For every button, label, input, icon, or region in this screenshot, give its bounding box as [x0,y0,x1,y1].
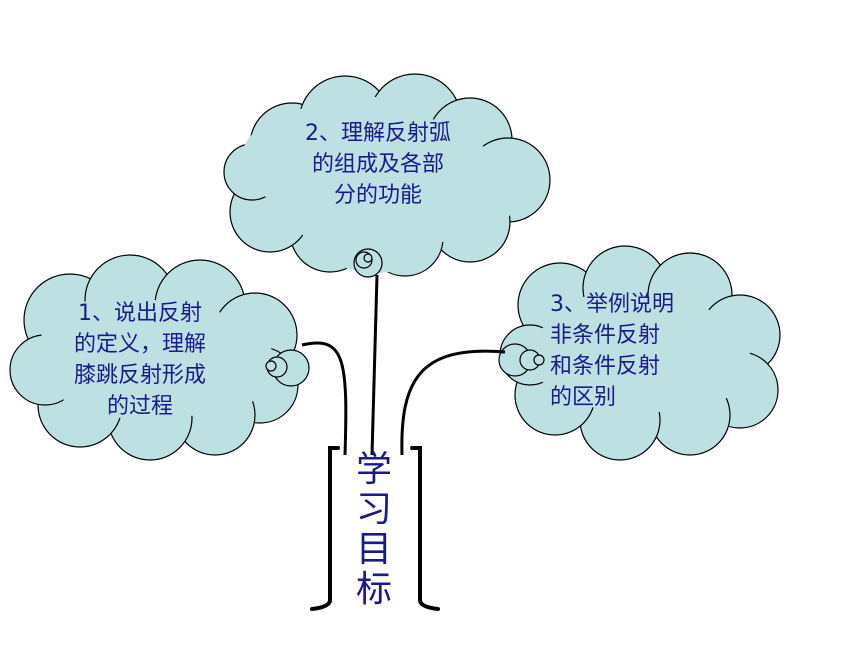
goal-1-line: 膝跳反射形成 [73,363,206,388]
goal-3-line: 的区别 [550,385,617,410]
goal-2-line: 2、理解反射弧 [305,121,451,146]
goal-3-line: 和条件反射 [550,354,661,379]
cloud-goal-2 [223,73,551,277]
goal-3-line: 非条件反射 [550,323,661,348]
goal-2-text: 2、理解反射弧 的组成及各部 分的功能 [278,118,478,211]
cloud-goal-1 [9,254,299,461]
cloud-goal-3 [499,245,781,461]
goal-2-line: 的组成及各部 [311,152,444,177]
goal-2-line: 分的功能 [333,183,422,208]
connector-lines [301,274,506,456]
goal-3-line: 3、举例说明 [550,292,674,317]
center-title-char: 标 [355,569,392,610]
center-title: 学 习 目 标 [349,450,399,610]
goal-3-text: 3、举例说明 非条件反射 和条件反射 的区别 [550,289,750,413]
goal-1-line: 的定义，理解 [73,332,206,357]
thought-bubbles [265,248,545,387]
title-bracket [310,446,440,611]
goal-1-line: 的过程 [106,394,173,419]
center-title-char: 目 [355,529,392,570]
center-title-char: 学 [355,449,392,490]
center-title-char: 习 [355,489,392,530]
goal-1-text: 1、说出反射 的定义，理解 膝跳反射形成 的过程 [40,298,240,422]
goal-1-line: 1、说出反射 [78,301,202,326]
